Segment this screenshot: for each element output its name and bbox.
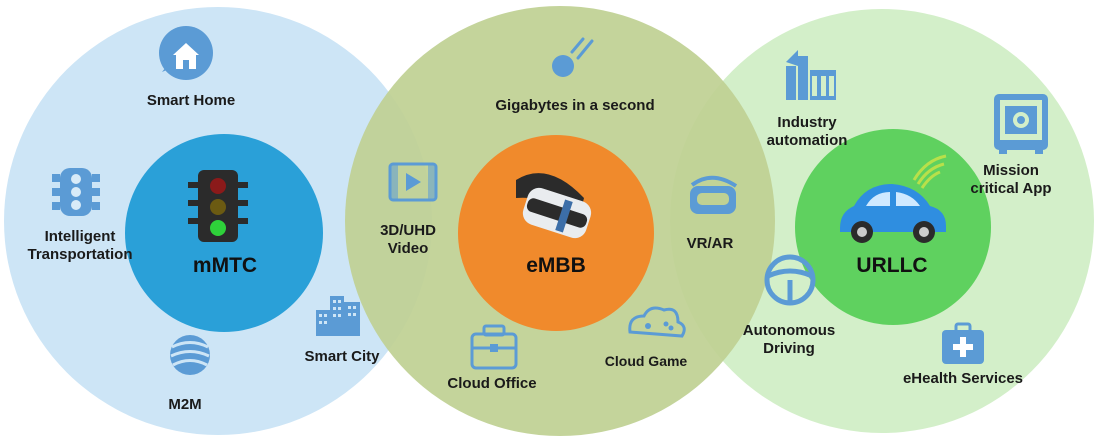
mission-critical-label: Mission critical App xyxy=(956,162,1066,198)
embb-core-circle xyxy=(458,135,654,331)
factory-icon xyxy=(786,50,836,100)
car-icon xyxy=(840,154,947,243)
traffic-light-icon xyxy=(52,168,100,216)
industry-line1: Industry xyxy=(777,114,837,131)
intelligent-line1: Intelligent xyxy=(44,228,116,245)
mission-line1: Mission xyxy=(983,162,1039,179)
cloud-game-label: Cloud Game xyxy=(604,353,688,369)
buildings-icon xyxy=(316,296,360,336)
industry-automation-label: Industry automation xyxy=(752,114,862,150)
gigabytes-label: Gigabytes in a second xyxy=(495,97,655,114)
ehealth-label: eHealth Services xyxy=(902,370,1024,387)
m2m-label: M2M xyxy=(168,396,202,413)
smart-city-label: Smart City xyxy=(304,348,380,365)
vr-ar-label: VR/AR xyxy=(686,235,734,252)
urllc-label: URLLC xyxy=(856,254,928,277)
medical-kit-icon xyxy=(942,322,984,364)
video-line2: Video xyxy=(387,240,429,257)
vr-headset-icon xyxy=(690,175,738,214)
video-line1: 3D/UHD xyxy=(380,222,436,239)
gamepad-cloud-icon xyxy=(628,306,686,338)
safe-icon xyxy=(994,94,1048,154)
meteor-icon xyxy=(552,37,594,77)
smart-home-label: Smart Home xyxy=(146,92,236,109)
embb-label: eMBB xyxy=(526,254,586,277)
m2m-sphere-icon xyxy=(170,335,210,375)
house-icon xyxy=(159,26,213,80)
vr-headset-real-icon xyxy=(516,173,592,239)
auto-line2: Driving xyxy=(763,340,815,357)
traffic-light-signal-icon xyxy=(188,170,248,242)
intelligent-transportation-label: Intelligent Transportation xyxy=(20,228,140,264)
cloud-office-label: Cloud Office xyxy=(447,375,537,392)
briefcase-icon xyxy=(470,324,518,370)
mission-line2: critical App xyxy=(970,180,1052,197)
video-icon xyxy=(388,162,438,202)
mmtc-label: mMTC xyxy=(192,254,258,277)
video-label: 3D/UHD Video xyxy=(358,222,458,258)
intelligent-line2: Transportation xyxy=(27,246,133,263)
auto-line1: Autonomous xyxy=(742,322,836,339)
industry-line2: automation xyxy=(766,132,848,149)
autonomous-driving-label: Autonomous Driving xyxy=(734,322,844,358)
steering-wheel-icon xyxy=(764,254,816,306)
